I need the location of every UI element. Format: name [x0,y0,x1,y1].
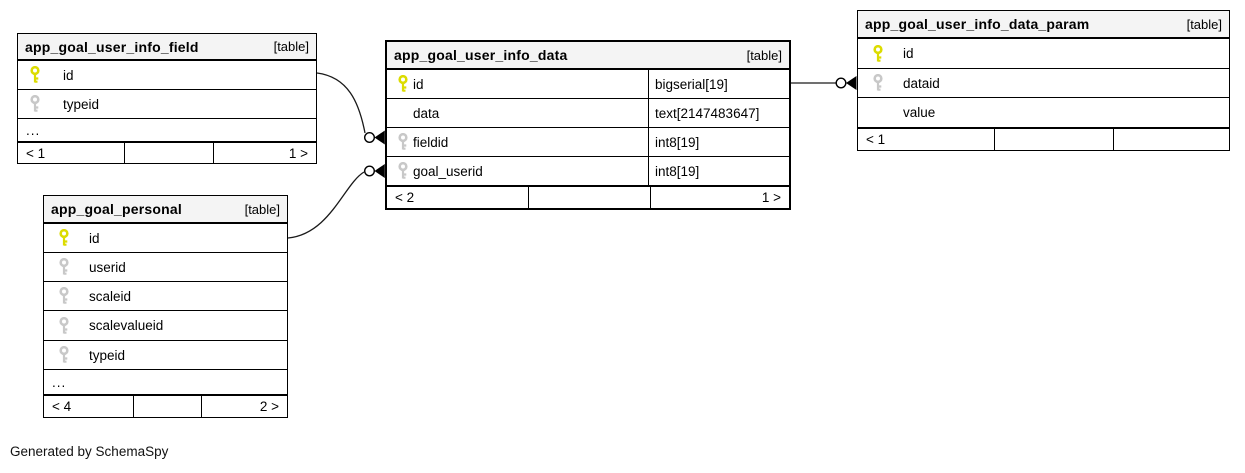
footer-in-count: < 1 [866,132,886,147]
column-name: id [413,76,424,92]
edge-personal-id-to-data-goal-userid [287,171,365,239]
table-app-goal-user-info-field[interactable]: app_goal_user_info_field [table] id type… [17,33,317,164]
footer-in-count: < 2 [395,190,415,205]
footer-divider [1113,129,1114,150]
column-row[interactable]: id bigserial[19] [387,70,789,99]
column-name: scalevalueid [89,318,164,333]
foreign-key-icon [872,73,884,92]
column-row[interactable]: typeid [44,341,287,370]
column-name: userid [89,259,126,275]
column-name: dataid [903,75,940,91]
table-header[interactable]: app_goal_user_info_data_param [table] [858,11,1229,39]
column-name: typeid [89,347,126,363]
column-row[interactable]: goal_userid int8[19] [387,157,789,186]
edge-field-id-to-data-fieldid [316,72,366,134]
column-name: scaleid [89,288,132,304]
footer-divider [994,129,995,150]
cardinality-circle [364,165,376,177]
column-row[interactable]: userid [44,253,287,282]
footer-in-count: < 1 [26,145,46,161]
footer-divider [133,396,134,417]
table-tag: [table] [746,47,782,63]
table-tag: [table] [244,201,280,217]
ellipsis-row: ... [18,119,316,142]
table-name: app_goal_user_info_data_param [865,16,1090,32]
primary-key-icon [29,65,41,84]
column-row[interactable]: value [858,98,1229,128]
footer-divider [124,143,125,163]
table-name: app_goal_personal [51,201,182,217]
table-tag: [table] [1186,16,1222,32]
footer-divider [201,396,202,417]
column-name: data [413,105,440,121]
foreign-key-icon [58,316,70,335]
column-type: int8[19] [648,157,789,185]
foreign-key-icon [58,345,70,364]
cardinality-circle [835,77,847,89]
ellipsis-row: ... [44,370,287,395]
footer-out-count: 1 > [761,190,781,205]
column-row[interactable]: id [18,61,316,90]
footer-out-count: 2 > [259,399,279,414]
generated-by-caption: Generated by SchemaSpy [10,444,169,459]
table-app-goal-personal[interactable]: app_goal_personal [table] id userid scal… [43,195,288,418]
table-footer: < 2 1 > [387,186,789,208]
foreign-key-icon [29,94,41,113]
footer-in-count: < 4 [52,399,72,414]
foreign-key-icon [58,257,70,276]
column-name: id [89,230,100,246]
column-name: id [903,46,914,61]
cardinality-circle [364,131,376,143]
table-tag: [table] [273,39,309,54]
column-type: bigserial[19] [648,70,789,98]
column-row[interactable]: scalevalueid [44,311,287,341]
table-header[interactable]: app_goal_user_info_field [table] [18,34,316,61]
table-header[interactable]: app_goal_personal [table] [44,196,287,224]
primary-key-icon [872,44,884,63]
footer-divider [650,187,651,208]
table-footer: < 4 2 > [44,395,287,417]
foreign-key-icon [58,286,70,305]
arrowhead [374,164,385,178]
column-row[interactable]: data text[2147483647] [387,99,789,128]
primary-key-icon [397,74,409,93]
column-row[interactable]: fieldid int8[19] [387,128,789,157]
column-name: fieldid [413,134,449,150]
arrowhead [846,76,857,90]
table-name: app_goal_user_info_field [25,38,199,55]
column-row[interactable]: id [858,39,1229,69]
table-app-goal-user-info-data-param[interactable]: app_goal_user_info_data_param [table] id… [857,10,1230,151]
column-row[interactable]: typeid [18,90,316,119]
column-type: int8[19] [648,128,789,156]
foreign-key-icon [397,161,409,180]
column-name: goal_userid [413,163,483,179]
table-footer: < 1 [858,128,1229,150]
table-header[interactable]: app_goal_user_info_data [table] [387,42,789,70]
column-name: id [63,67,74,83]
arrowhead [374,130,385,145]
table-footer: < 1 1 > [18,142,316,163]
table-name: app_goal_user_info_data [394,47,568,63]
column-row[interactable]: dataid [858,69,1229,98]
column-name: value [903,105,936,120]
foreign-key-icon [397,132,409,151]
column-type: text[2147483647] [648,99,789,127]
column-row[interactable]: id [44,224,287,253]
column-row[interactable]: scaleid [44,282,287,311]
primary-key-icon [58,228,70,247]
table-app-goal-user-info-data[interactable]: app_goal_user_info_data [table] id bigse… [385,40,791,210]
footer-divider [528,187,529,208]
footer-out-count: 1 > [288,145,308,161]
column-name: typeid [63,96,100,112]
footer-divider [213,143,214,163]
